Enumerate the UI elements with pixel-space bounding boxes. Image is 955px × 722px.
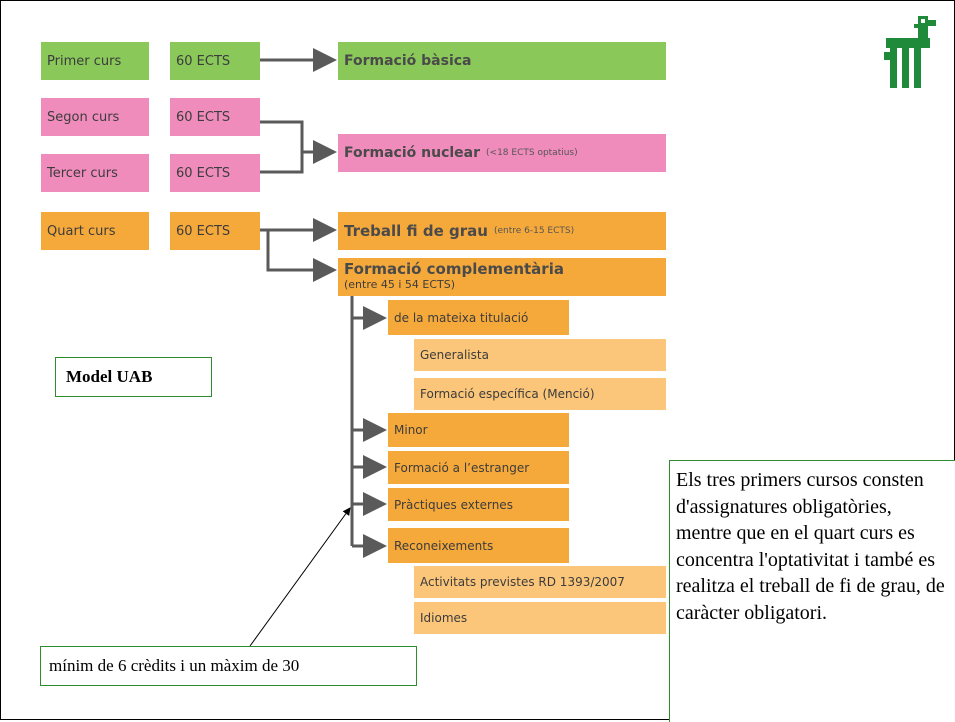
item-estranger: Formació a l’estranger	[388, 451, 569, 484]
explanation-box: Els tres primers cursos consten d'assign…	[669, 460, 955, 722]
item-especifica: Formació específica (Menció)	[414, 378, 666, 410]
block-complementaria: Formació complementària (entre 45 i 54 E…	[338, 258, 666, 296]
credits-quart: 60 ECTS	[170, 212, 260, 250]
credits-primer: 60 ECTS	[170, 42, 260, 80]
year-tercer: Tercer curs	[41, 154, 149, 192]
credits-tercer: 60 ECTS	[170, 154, 260, 192]
item-minor: Minor	[388, 413, 569, 447]
block-complementaria-note: (entre 45 i 54 ECTS)	[344, 278, 456, 291]
block-nuclear-note: (<18 ECTS optatius)	[486, 148, 578, 158]
uab-logo-icon	[884, 16, 936, 88]
block-tfg: Treball fi de grau (entre 6-15 ECTS)	[338, 212, 666, 250]
item-activitats: Activitats previstes RD 1393/2007	[414, 566, 666, 598]
year-primer: Primer curs	[41, 42, 149, 80]
block-basica: Formació bàsica	[338, 42, 666, 80]
block-nuclear-label: Formació nuclear	[344, 145, 481, 161]
block-nuclear: Formació nuclear (<18 ECTS optatius)	[338, 134, 666, 172]
block-complementaria-label: Formació complementària	[344, 260, 564, 278]
credits-segon: 60 ECTS	[170, 98, 260, 136]
block-tfg-note: (entre 6-15 ECTS)	[493, 226, 575, 236]
year-segon: Segon curs	[41, 98, 149, 136]
bracket-segon-tercer	[260, 120, 304, 174]
item-practiques: Pràctiques externes	[388, 488, 569, 521]
item-mateixa: de la mateixa titulació	[388, 300, 569, 335]
credits-note: mínim de 6 crèdits i un màxim de 30	[40, 646, 417, 686]
block-tfg-label: Treball fi de grau	[344, 222, 488, 240]
pointer-line	[249, 507, 351, 647]
item-idiomes: Idiomes	[414, 602, 666, 634]
item-reconeixements: Reconeixements	[388, 528, 569, 563]
year-quart: Quart curs	[41, 212, 149, 250]
item-generalista: Generalista	[414, 339, 666, 371]
model-label: Model UAB	[55, 357, 212, 397]
arrow-quart-complementaria	[266, 230, 337, 282]
block-basica-label: Formació bàsica	[344, 53, 472, 69]
